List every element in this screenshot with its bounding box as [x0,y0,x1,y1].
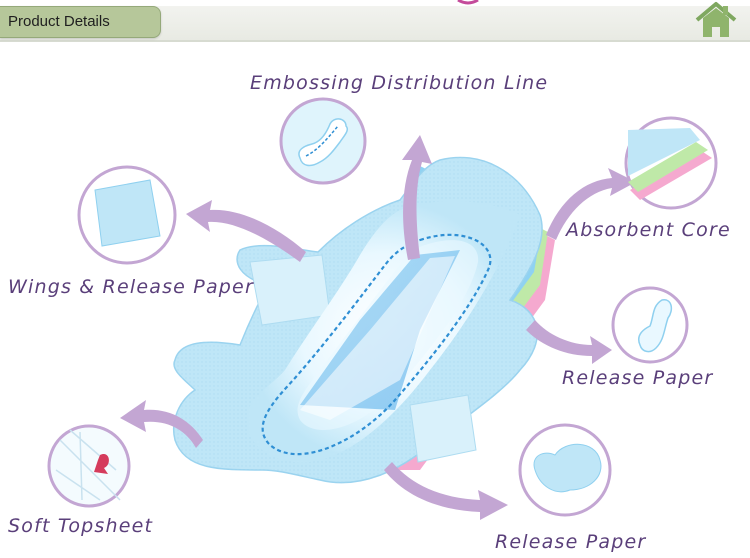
release-paper-detail-circle-2 [518,423,612,517]
embossing-detail-circle [279,97,367,185]
wings-detail-circle [77,165,177,265]
product-details-tab[interactable]: Product Details [0,6,161,38]
pad-body [173,156,543,484]
callout-absorbent-core: Absorbent Core [566,219,731,241]
topsheet-detail-circle [47,424,131,508]
callout-release-paper-2: Release Paper [495,531,647,553]
absorbent-core-detail-circle [624,116,718,210]
header-title: Product Details [8,13,110,30]
home-icon[interactable] [693,0,739,40]
callout-embossing: Embossing Distribution Line [250,72,549,94]
callout-arrows [120,135,636,520]
callout-soft-topsheet: Soft Topsheet [8,515,154,537]
callout-release-paper-1: Release Paper [562,367,714,389]
callout-wings-release: Wings & Release Paper [8,276,254,298]
release-paper-detail-circle-1 [611,286,689,364]
